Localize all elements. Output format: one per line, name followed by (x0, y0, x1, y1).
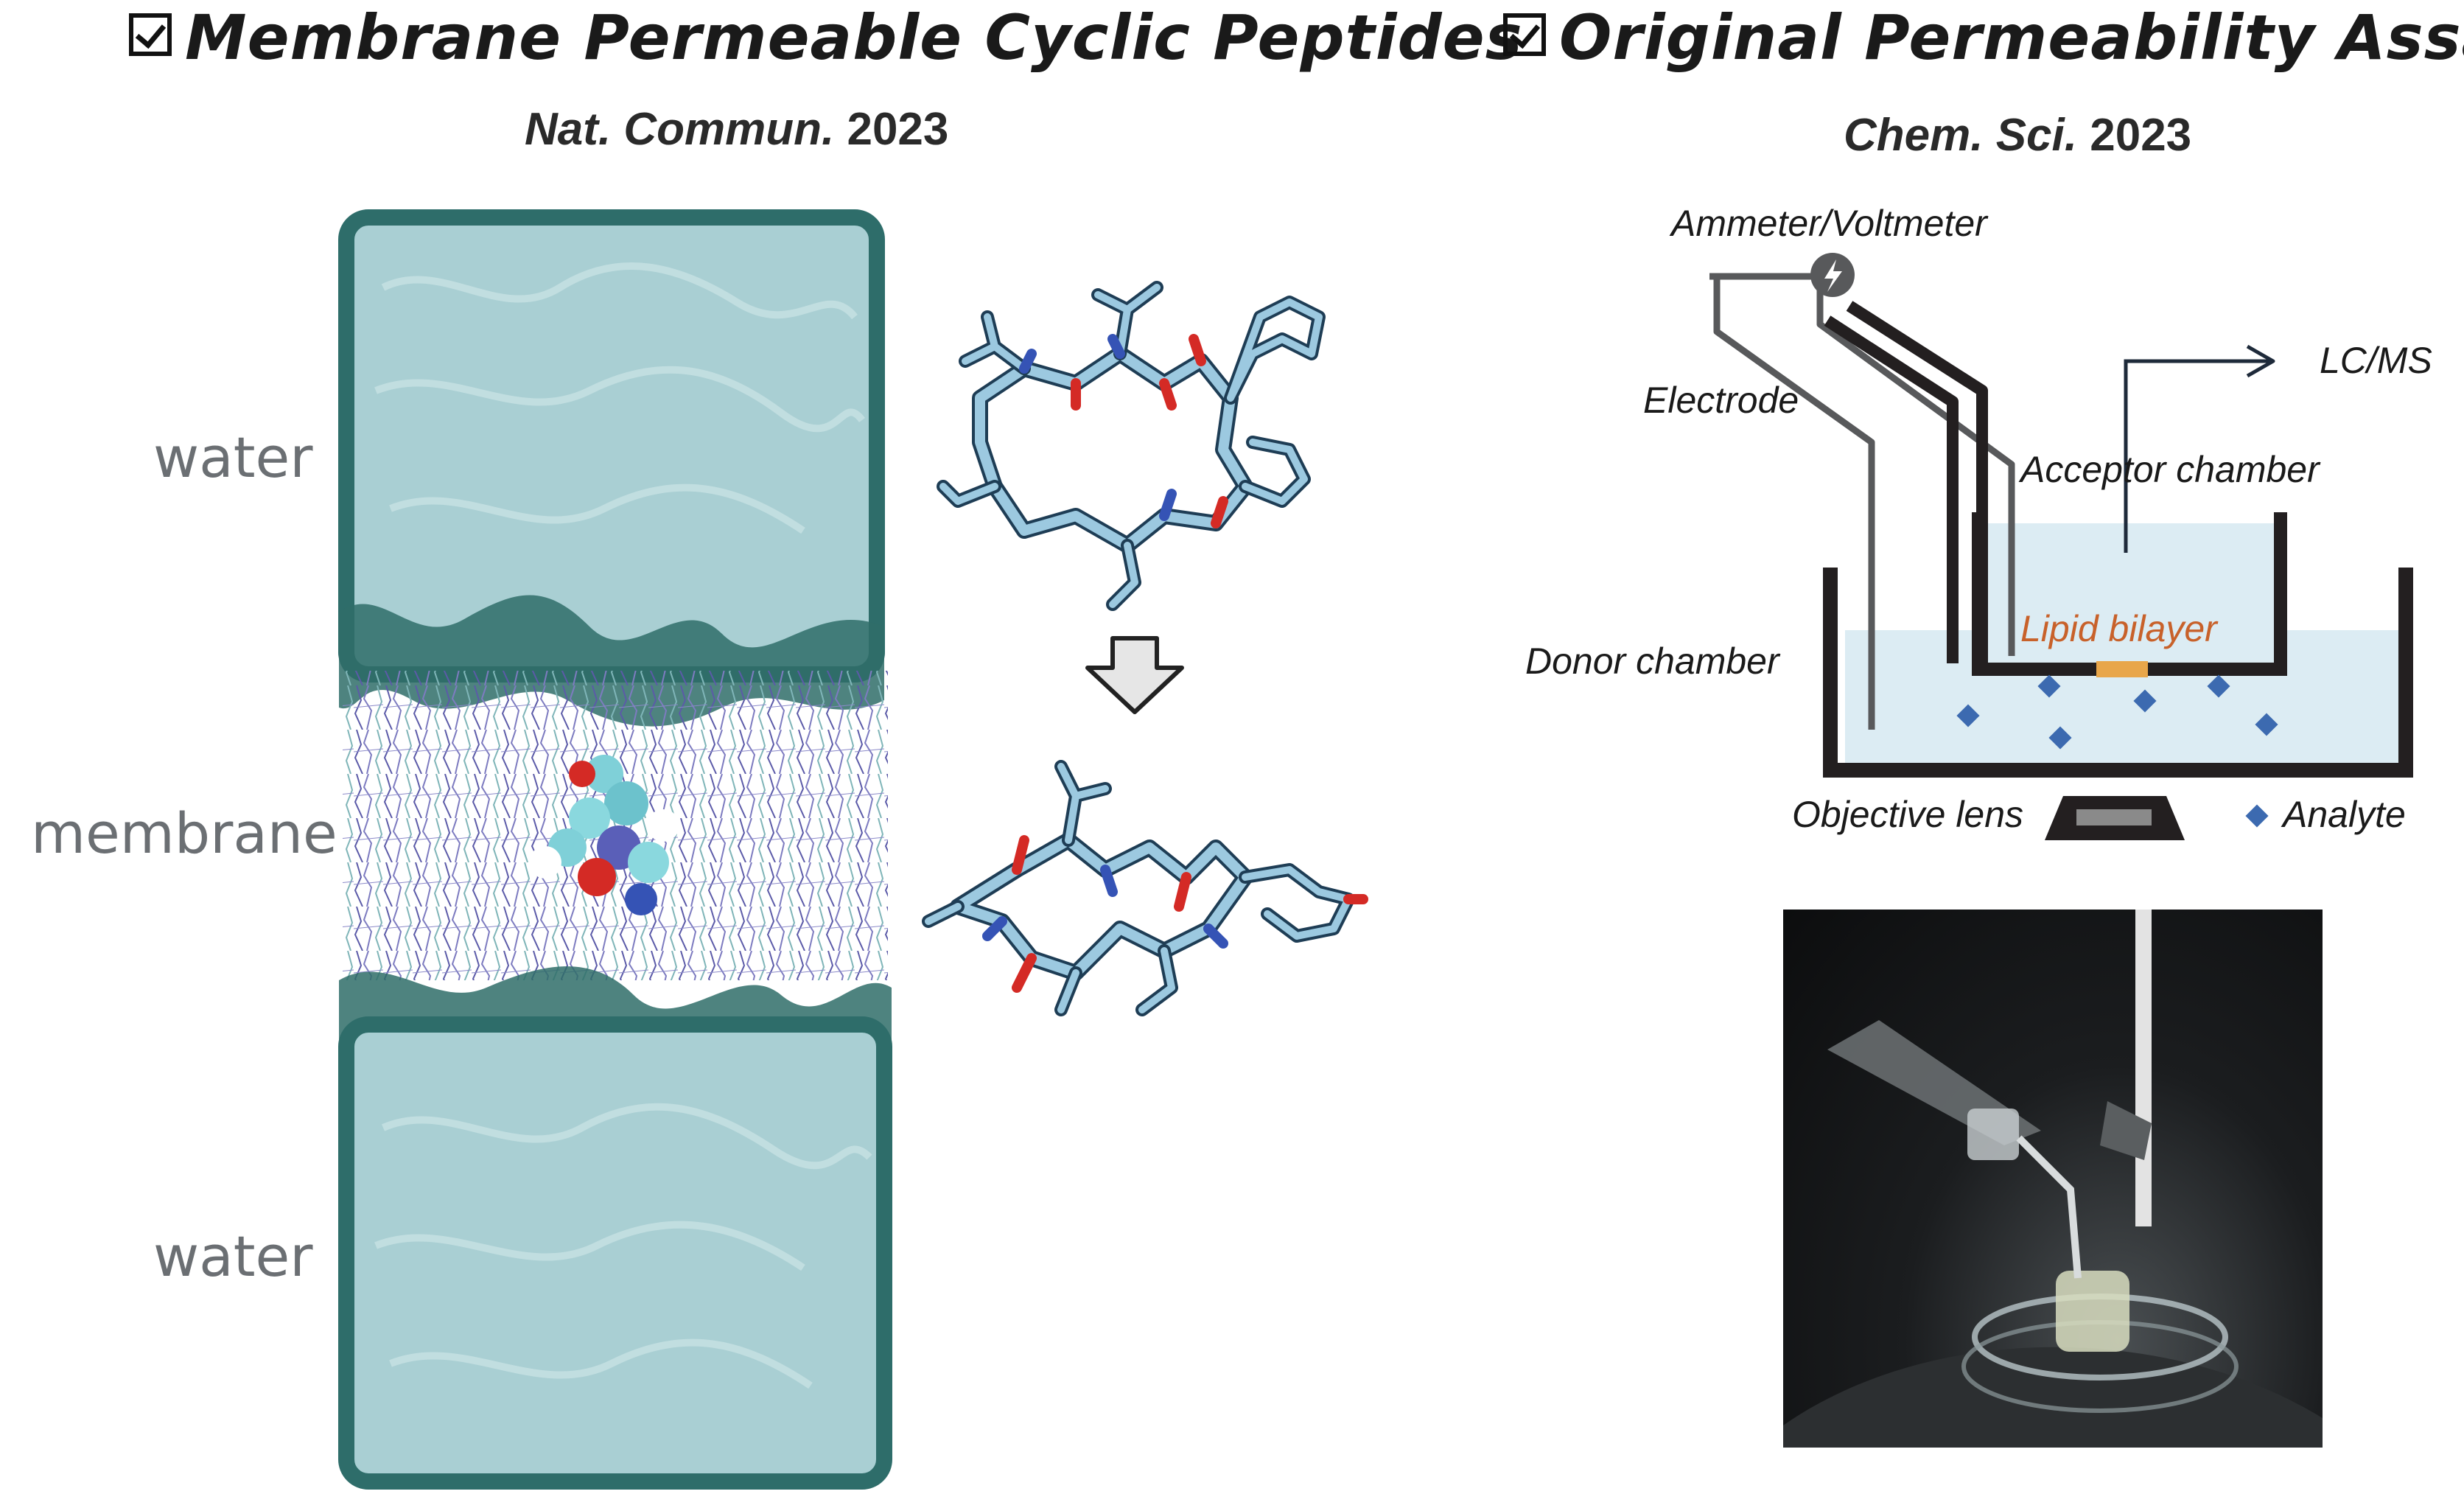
checkbox-icon (129, 13, 172, 57)
photo-content (1783, 910, 2323, 1448)
right-citation-journal: Chem. Sci. (1844, 110, 2077, 161)
objective-lens-window (2076, 809, 2152, 825)
water-texture-bottom (374, 1103, 872, 1389)
down-arrow-icon (1085, 636, 1184, 714)
label-water-bottom: water (153, 1223, 313, 1289)
label-water-top: water (153, 425, 313, 490)
right-heading-text: Original Permeability Assay (1559, 1, 2464, 74)
right-citation-year: 2023 (2090, 110, 2192, 161)
assay-schematic (1709, 253, 2413, 840)
analyte-legend-icon (2245, 804, 2269, 828)
assay-photograph (1783, 910, 2323, 1448)
peptide-spacefill (529, 755, 679, 915)
peptide-structure-top (937, 281, 1326, 611)
lightning-icon (1824, 259, 1842, 292)
left-heading-text: Membrane Permeable Cyclic Peptides (185, 1, 1523, 74)
checkbox-icon (1503, 13, 1546, 57)
water-texture-top (374, 262, 865, 534)
water-block-top (338, 209, 885, 683)
md-simulation-box (338, 209, 892, 1490)
left-heading: Membrane Permeable Cyclic Peptides (129, 1, 1523, 74)
lcms-arrow-icon (2246, 344, 2275, 378)
peptide-structure-bottom (922, 760, 1368, 1016)
label-analyte: Analyte (2283, 794, 2406, 835)
membrane-lipids (343, 671, 888, 980)
right-citation: Chem. Sci. 2023 (1844, 109, 2191, 161)
left-citation-journal: Nat. Commun. (525, 104, 835, 155)
water-block-bottom (338, 1016, 892, 1490)
acceptor-buffer (1982, 523, 2281, 663)
left-citation-year: 2023 (847, 104, 949, 155)
donor-chamber (1823, 568, 2413, 778)
label-donor: Donor chamber (1525, 640, 1779, 682)
label-acceptor: Acceptor chamber (2020, 449, 2320, 490)
lcms-line (2124, 359, 2269, 553)
right-heading: Original Permeability Assay (1503, 1, 2464, 74)
label-electrode: Electrode (1643, 380, 1799, 421)
label-meter: Ammeter/Voltmeter (1671, 203, 1987, 244)
label-lcms: LC/MS (2320, 340, 2432, 381)
label-membrane: membrane (31, 800, 337, 866)
acceptor-tube (1824, 301, 1988, 663)
electrode-wire (1709, 273, 2015, 730)
analyte-markers (1956, 674, 2278, 750)
left-citation: Nat. Commun. 2023 (525, 103, 948, 156)
label-lipid-bilayer: Lipid bilayer (2020, 608, 2217, 649)
lipid-bilayer (2096, 661, 2148, 677)
label-objective-lens: Objective lens (1792, 794, 2024, 835)
